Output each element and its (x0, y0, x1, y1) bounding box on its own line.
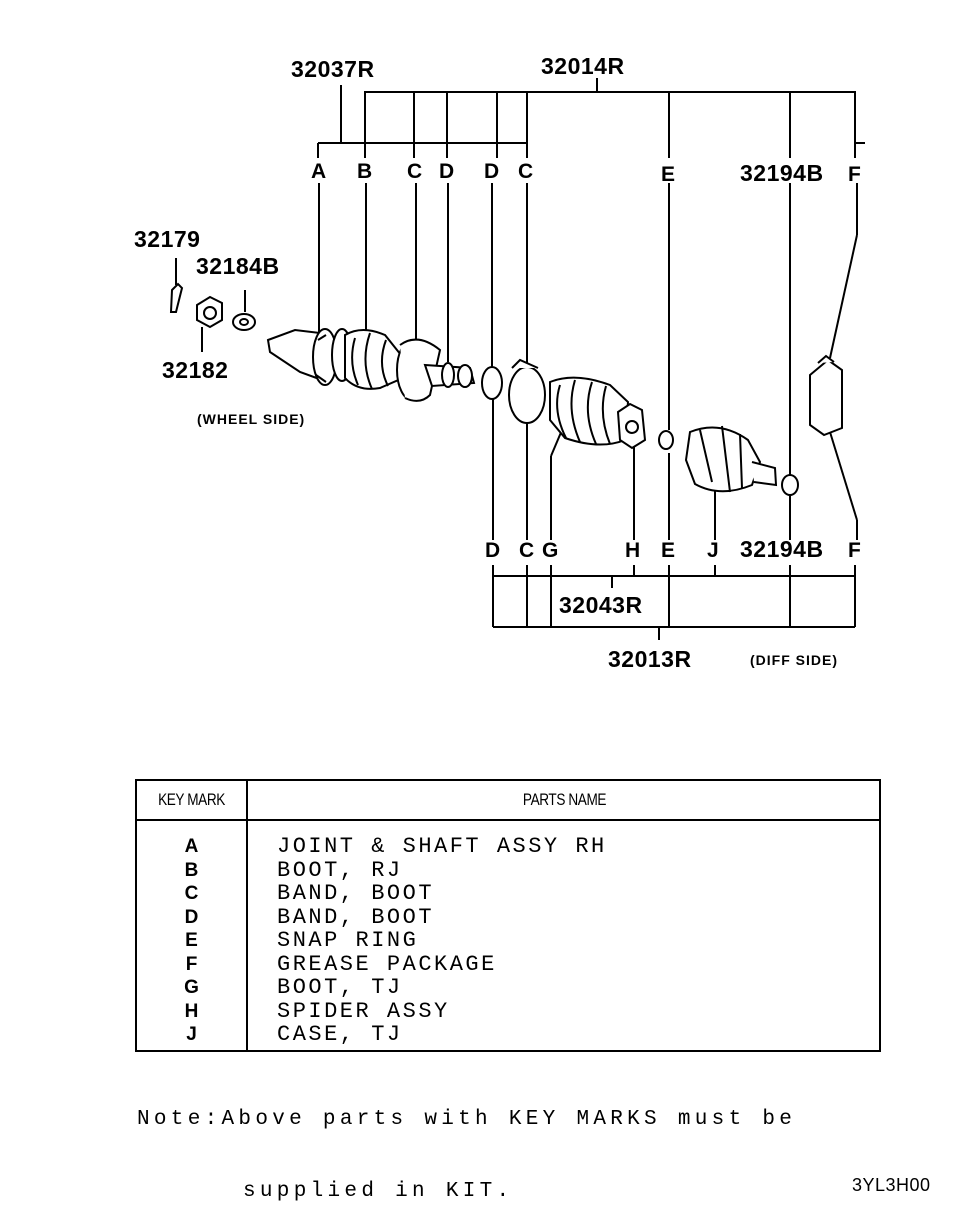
legend-part-name: BAND, BOOT (277, 881, 435, 906)
case-tj-J (684, 425, 778, 493)
legend-part-name: CASE, TJ (277, 1022, 403, 1047)
key-mark-top-A: A (311, 160, 326, 183)
nut-32182 (196, 295, 223, 329)
legend-part-name: BOOT, RJ (277, 857, 403, 883)
drawing-code: 3YL3H00 (852, 1175, 931, 1195)
wheel-side-label: (WHEEL SIDE) (197, 411, 305, 427)
part-number-32014R: 32014R (541, 53, 625, 79)
kit-note-line-1: Note:Above parts with KEY MARKS must be (137, 1108, 797, 1131)
washer-32184B (232, 313, 256, 331)
key-mark-bottom-G: G (542, 539, 558, 562)
snap-ring-E (658, 430, 674, 450)
legend-column-divider (246, 781, 248, 1050)
legend-row: H SPIDER ASSY (137, 1000, 879, 1024)
part-number-32184B: 32184B (196, 253, 280, 279)
key-mark-bottom-D: D (485, 539, 500, 562)
legend-header-parts-name: PARTS NAME (522, 790, 607, 809)
legend-rows: A JOINT & SHAFT ASSY RH B BOOT, RJ C BAND, … (137, 835, 879, 1047)
legend-row: G BOOT, TJ (137, 976, 879, 1000)
snap-ring-32194B (781, 474, 799, 496)
legend-part-name: SPIDER ASSY (277, 998, 450, 1024)
legend-part-name: BAND, BOOT (277, 904, 435, 930)
key-mark-top-C: C (407, 160, 422, 183)
part-number-32182: 32182 (162, 357, 228, 383)
legend-part-name: SNAP RING (277, 928, 419, 953)
legend-key-mark: H (184, 1000, 199, 1022)
key-mark-top-E: E (661, 163, 675, 186)
kit-note-line-2: supplied in KIT. (243, 1180, 514, 1203)
boot-tj-G (549, 376, 630, 446)
legend-part-name: BOOT, TJ (277, 975, 403, 1000)
diff-side-label: (DIFF SIDE) (750, 652, 838, 668)
legend-key-mark: D (184, 906, 199, 928)
legend-part-name: GREASE PACKAGE (277, 951, 497, 977)
shaft (423, 362, 476, 388)
part-number-32037R: 32037R (291, 56, 375, 82)
kit-note: Note:Above parts with KEY MARKS must be … (137, 1060, 796, 1228)
cotter-pin-32179 (169, 282, 184, 313)
legend-key-mark: B (184, 859, 199, 881)
joint-shaft-assy-A (266, 328, 353, 386)
legend-key-mark: C (184, 883, 199, 904)
part-number-32043R: 32043R (559, 592, 643, 618)
legend-key-mark: A (184, 836, 199, 857)
legend-row: C BAND, BOOT (137, 882, 879, 906)
legend-row: B BOOT, RJ (137, 859, 879, 883)
boot-band-C-left (396, 338, 442, 402)
legend-row: E SNAP RING (137, 929, 879, 953)
key-mark-bottom-J: J (707, 539, 719, 562)
legend-row: A JOINT & SHAFT ASSY RH (137, 835, 879, 859)
legend-row: D BAND, BOOT (137, 906, 879, 930)
boot-band-D (481, 366, 503, 400)
part-number-32013R: 32013R (608, 646, 692, 672)
key-mark-bottom-C: C (519, 539, 534, 562)
spider-assy-H (616, 402, 647, 450)
key-mark-top-F: F (848, 163, 861, 186)
legend-key-mark: J (186, 1024, 197, 1045)
key-mark-top-C2: C (518, 160, 533, 183)
legend-key-mark: F (185, 953, 198, 975)
key-mark-bottom-F: F (848, 539, 861, 562)
key-mark-top-B: B (357, 160, 372, 183)
exploded-parts-diagram: 32037R 32014R 32179 32184B 32182 32194B … (134, 53, 865, 672)
key-mark-bottom-E: E (661, 539, 675, 562)
key-mark-top-D: D (439, 160, 454, 183)
grease-package-F (809, 354, 843, 437)
legend-header: KEY MARK PARTS NAME (137, 781, 879, 821)
parts-legend-table: KEY MARK PARTS NAME A JOINT & SHAFT ASSY … (135, 779, 881, 1052)
legend-row: F GREASE PACKAGE (137, 953, 879, 977)
legend-key-mark: E (185, 930, 198, 951)
legend-header-key-mark: KEY MARK (158, 790, 225, 809)
legend-part-name: JOINT & SHAFT ASSY RH (277, 834, 607, 859)
key-mark-top-D2: D (484, 160, 499, 183)
boot-band-C-right (508, 358, 546, 424)
part-number-32194B-top: 32194B (740, 160, 824, 186)
boot-rj-B (344, 329, 407, 390)
key-mark-bottom-H: H (625, 539, 640, 562)
part-number-32179: 32179 (134, 226, 200, 252)
part-number-32194B-bottom: 32194B (740, 536, 824, 562)
legend-key-mark: G (184, 977, 199, 998)
legend-row: J CASE, TJ (137, 1023, 879, 1047)
